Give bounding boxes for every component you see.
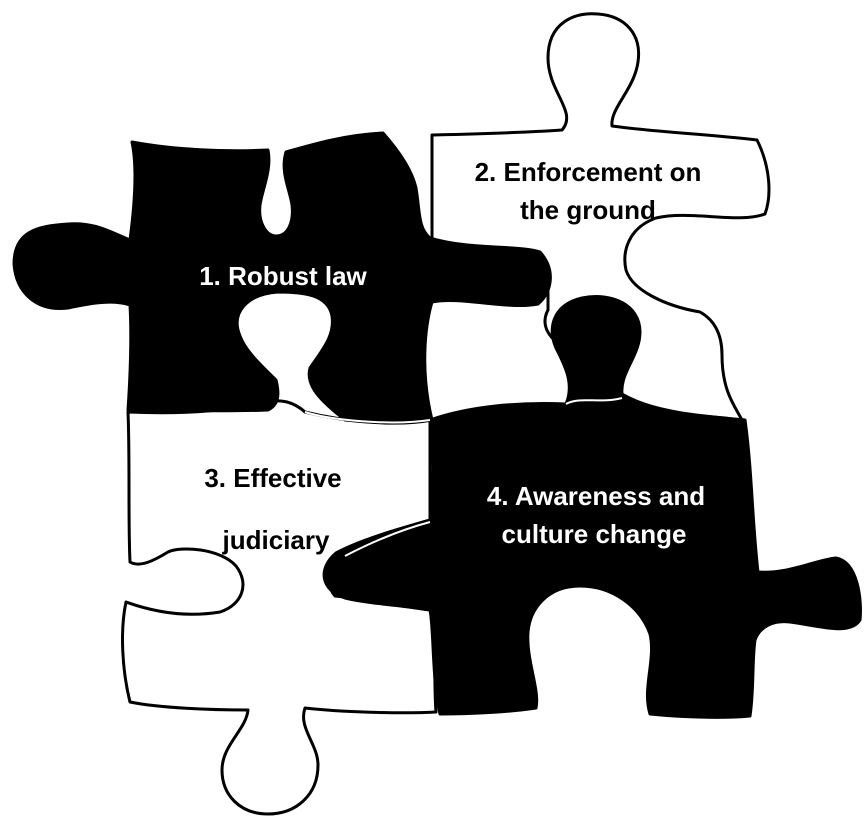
puzzle-piece-2: 2. Enforcement on the ground	[430, 12, 771, 422]
puzzle-piece-4-shape	[322, 295, 862, 719]
puzzle-piece-3: 3. Effective judiciary	[121, 399, 438, 816]
seam-highlight-2	[344, 521, 431, 557]
piece-4-label-line-1: 4. Awareness and	[487, 481, 705, 511]
piece-2-label-line-1: 2. Enforcement on	[475, 157, 702, 187]
puzzle-piece-4-label: 4. Awareness and culture change	[487, 481, 705, 549]
puzzle-piece-3-shape	[121, 399, 438, 816]
puzzle-piece-3-label: 3. Effective judiciary	[204, 463, 341, 555]
piece-4-label-line-2: culture change	[502, 519, 687, 549]
seam-highlight-3	[565, 397, 623, 405]
puzzle-piece-2-label: 2. Enforcement on the ground	[475, 157, 702, 225]
piece-2-label-line-2: the ground	[520, 195, 656, 225]
piece-1-label: 1. Robust law	[199, 261, 367, 291]
piece-3-label-line-1: 3. Effective	[204, 463, 341, 493]
piece-3-label-line-2: judiciary	[222, 525, 330, 555]
seam-highlight-1	[304, 411, 431, 424]
puzzle-piece-4: 4. Awareness and culture change	[322, 295, 862, 719]
